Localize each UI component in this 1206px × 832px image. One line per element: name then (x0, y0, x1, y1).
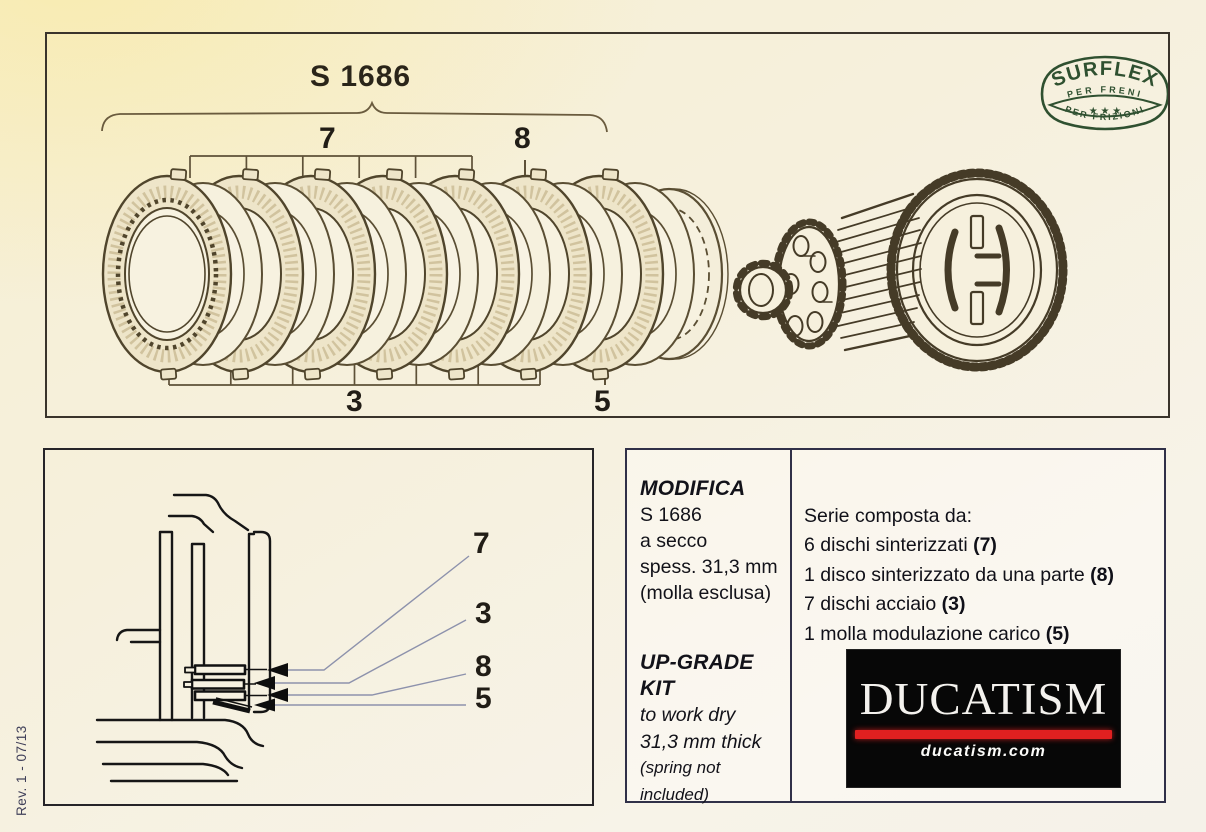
section-disc-pack (183, 664, 267, 714)
series-item: 6 dischi sinterizzati (7) (804, 531, 1160, 561)
kit-spec-column: MODIFICA S 1686 a secco spess. 31,3 mm (… (640, 476, 788, 808)
surflex-outline (1040, 55, 1168, 131)
series-item-ref: (7) (973, 534, 997, 556)
ducatism-red-bar (855, 730, 1112, 739)
ducatism-site-text: ducatism.com (920, 743, 1047, 760)
exploded-view-panel: SURFLEX PER FRENI ★ ★ ★ PER FRIZIONI (45, 32, 1170, 418)
series-item-text: 7 dischi acciaio (804, 593, 942, 615)
series-item: 1 disco sinterizzato da una parte (8) (804, 561, 1160, 591)
cross-section-panel (43, 448, 594, 806)
upgrade-kit-line: 31,3 mm thick (640, 730, 762, 753)
callout-arrows (254, 663, 288, 712)
series-item-ref: (3) (941, 593, 966, 615)
series-item: 7 dischi acciaio (3) (804, 590, 1160, 620)
upgrade-kit-title: UP-GRADE KIT (640, 651, 754, 700)
modifica-line: spess. 31,3 mm (640, 556, 778, 578)
modifica-line: a secco (640, 530, 708, 552)
info-panel-divider (790, 450, 792, 801)
series-item-text: 1 disco sinterizzato da una parte (804, 563, 1091, 586)
callout-spring-section: 5 (475, 682, 492, 715)
callout-single-sided-section: 8 (475, 650, 492, 683)
callout-steel-top: 3 (346, 385, 363, 418)
leader-lines (275, 555, 470, 706)
modifica-line: (molla esclusa) (640, 582, 772, 604)
callout-sintered-top: 7 (319, 122, 336, 155)
callout-sintered-section: 7 (473, 527, 490, 560)
revision-note: Rev. 1 - 07/13 (14, 725, 29, 816)
surflex-stars: ★ ★ ★ (1089, 106, 1121, 117)
clutch-stack-drawing: SURFLEX PER FRENI ★ ★ ★ PER FRIZIONI (47, 55, 1168, 416)
surflex-lens (1047, 94, 1163, 118)
series-item-text: 1 molla modulazione carico (804, 622, 1046, 645)
series-item-ref: (5) (1045, 622, 1070, 645)
series-heading: Serie composta da: (804, 505, 973, 527)
series-item-ref: (8) (1090, 563, 1115, 586)
clutch-basket-drawing (732, 168, 1068, 372)
upgrade-kit-line: (spring not included) (640, 758, 721, 804)
ducatism-brand-text: DUCATISM (859, 674, 1108, 724)
modifica-line: S 1686 (640, 504, 702, 526)
callout-spring-top: 5 (594, 385, 611, 418)
info-panel: MODIFICA S 1686 a secco spess. 31,3 mm (… (625, 448, 1166, 804)
kit-contents-column: Serie composta da: 6 dischi sinterizzati… (804, 502, 1160, 649)
upgrade-kit-line: to work dry (640, 704, 736, 726)
modifica-title: MODIFICA (640, 477, 746, 500)
series-item-text: 6 dischi sinterizzati (804, 534, 974, 556)
ducatism-logo: DUCATISM ducatism.com (847, 650, 1120, 787)
kit-brace (101, 100, 608, 133)
series-item: 1 molla modulazione carico (5) (804, 620, 1160, 650)
callout-steel-section: 3 (475, 597, 492, 630)
disc-stack (103, 169, 729, 380)
callout-single-sided-top: 8 (514, 122, 531, 155)
part-code: S 1686 (310, 60, 412, 93)
surflex-logo: SURFLEX PER FRENI ★ ★ ★ PER FRIZIONI (1040, 55, 1168, 131)
cross-section-drawing (95, 493, 470, 783)
bracket-sintered (189, 155, 473, 178)
